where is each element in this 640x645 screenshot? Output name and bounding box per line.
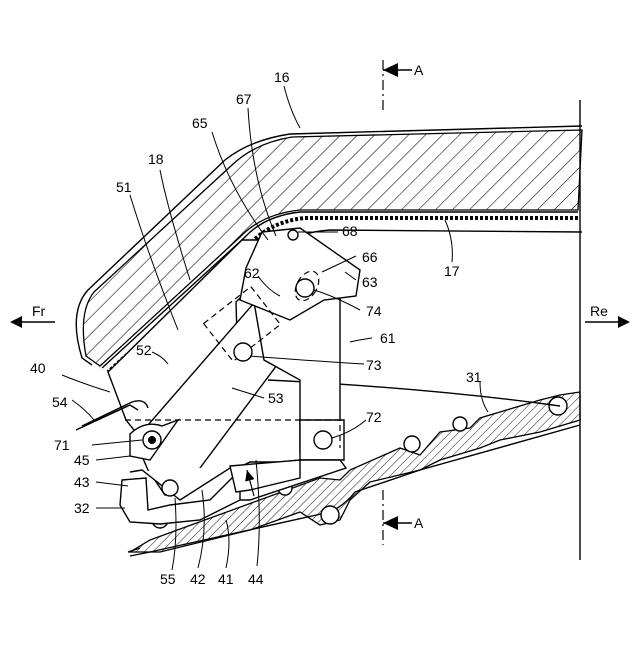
label-62: 62 (244, 265, 260, 281)
label-68: 68 (342, 223, 358, 239)
pin-68 (288, 230, 298, 240)
label-41: 41 (218, 571, 234, 587)
label-67: 67 (236, 91, 252, 107)
label-42: 42 (190, 571, 206, 587)
label-73: 73 (366, 357, 382, 373)
front-label: Fr (32, 303, 46, 319)
label-63: 63 (362, 274, 378, 290)
label-18: 18 (148, 151, 164, 167)
label-17: 17 (444, 263, 460, 279)
rear-direction: Re (585, 303, 630, 328)
pin-72 (314, 431, 332, 449)
label-45: 45 (74, 452, 90, 468)
label-16: 16 (274, 69, 290, 85)
label-55: 55 (160, 571, 176, 587)
label-65: 65 (192, 115, 208, 131)
section-label-bottom: A (414, 515, 424, 531)
label-53: 53 (268, 390, 284, 406)
pin-74 (296, 279, 314, 297)
label-66: 66 (362, 249, 378, 265)
label-54: 54 (52, 394, 68, 410)
label-71: 71 (54, 437, 70, 453)
label-61: 61 (380, 330, 396, 346)
pin-55 (162, 480, 178, 496)
label-40: 40 (30, 360, 46, 376)
label-74: 74 (366, 303, 382, 319)
label-52: 52 (136, 342, 152, 358)
label-44: 44 (248, 571, 264, 587)
label-51: 51 (116, 179, 132, 195)
bolt-71-center (148, 436, 156, 444)
label-31: 31 (466, 369, 482, 385)
pin-73 (234, 343, 252, 361)
front-direction: Fr (10, 303, 55, 328)
label-72: 72 (366, 409, 382, 425)
label-43: 43 (74, 474, 90, 490)
label-32: 32 (74, 500, 90, 516)
section-label-top: A (414, 62, 424, 78)
rear-label: Re (590, 303, 608, 319)
